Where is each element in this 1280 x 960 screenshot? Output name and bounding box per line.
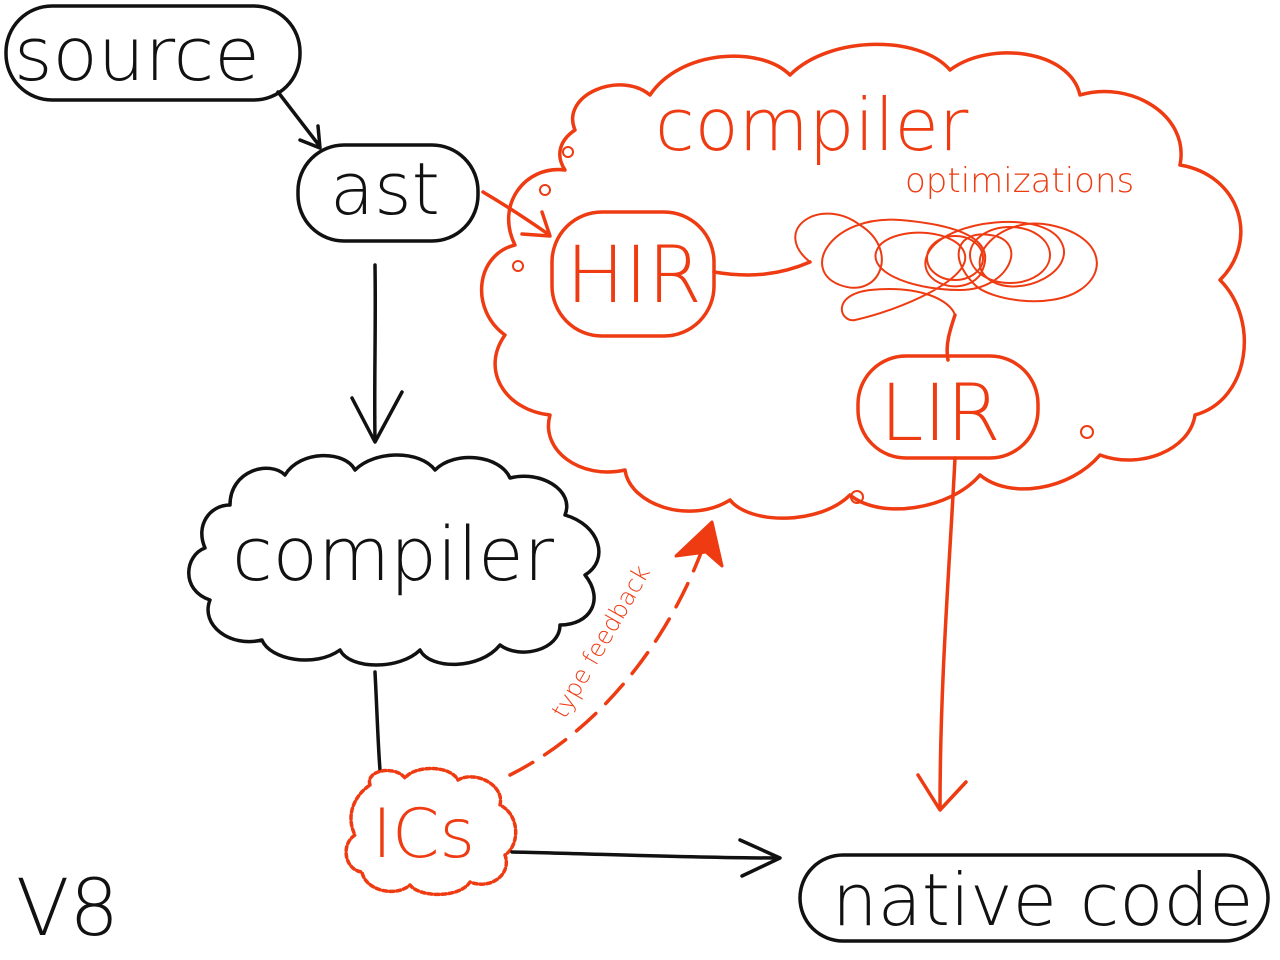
lir-node-box	[856, 354, 1040, 460]
ast-to-hir-arrowhead	[520, 210, 552, 238]
ics-to-native-code-arrow	[510, 850, 780, 860]
scribble-loop	[969, 226, 1051, 284]
ast-node-box	[296, 143, 480, 243]
type-feedback-arrow	[508, 540, 707, 777]
source-node-box	[4, 4, 302, 102]
compiler-to-ics-line	[373, 670, 382, 772]
source-to-ast-arrowhead	[298, 124, 322, 150]
cloud-curl	[562, 146, 574, 158]
optimizations-to-lir-line	[945, 313, 957, 362]
native-code-node-label: native code	[832, 858, 1253, 942]
type-feedback-label: type feedback	[546, 560, 656, 723]
native-code-node-box	[798, 853, 1270, 943]
v8-corner-label: V8	[16, 864, 119, 954]
scribble-loop	[926, 235, 984, 281]
cloud-curl	[850, 490, 864, 504]
ics-to-native-code-arrowhead	[738, 838, 782, 878]
ast-to-hir-arrow	[481, 190, 550, 236]
hir-node-box	[550, 210, 716, 338]
ast-to-compiler-arrowhead	[350, 390, 404, 444]
lir-to-native-code-arrowhead	[916, 773, 968, 812]
ics-cloud	[344, 766, 518, 897]
cloud-curl	[1080, 425, 1094, 439]
optimizations-scribble	[794, 212, 1098, 322]
optimizing-compiler-cloud	[479, 42, 1247, 520]
optimizing-compiler-label: compiler	[655, 83, 969, 167]
cloud-curl	[539, 184, 551, 196]
hir-node-label: HIR	[566, 231, 702, 321]
source-node-label: source	[14, 12, 260, 98]
ast-to-compiler-arrow	[372, 263, 378, 442]
cloud-curl	[512, 260, 524, 272]
baseline-compiler-label: compiler	[232, 512, 555, 598]
ics-node-label: ICs	[372, 795, 475, 874]
source-to-ast-arrow	[276, 90, 320, 146]
lir-node-label: LIR	[880, 369, 1001, 459]
hir-to-optimizations-line	[712, 260, 812, 277]
optimizations-label: optimizations	[905, 161, 1134, 201]
type-feedback-arrowhead	[674, 520, 724, 568]
baseline-compiler-cloud	[187, 453, 601, 667]
lir-to-native-code-arrow	[938, 456, 957, 810]
ast-node-label: ast	[330, 147, 440, 231]
